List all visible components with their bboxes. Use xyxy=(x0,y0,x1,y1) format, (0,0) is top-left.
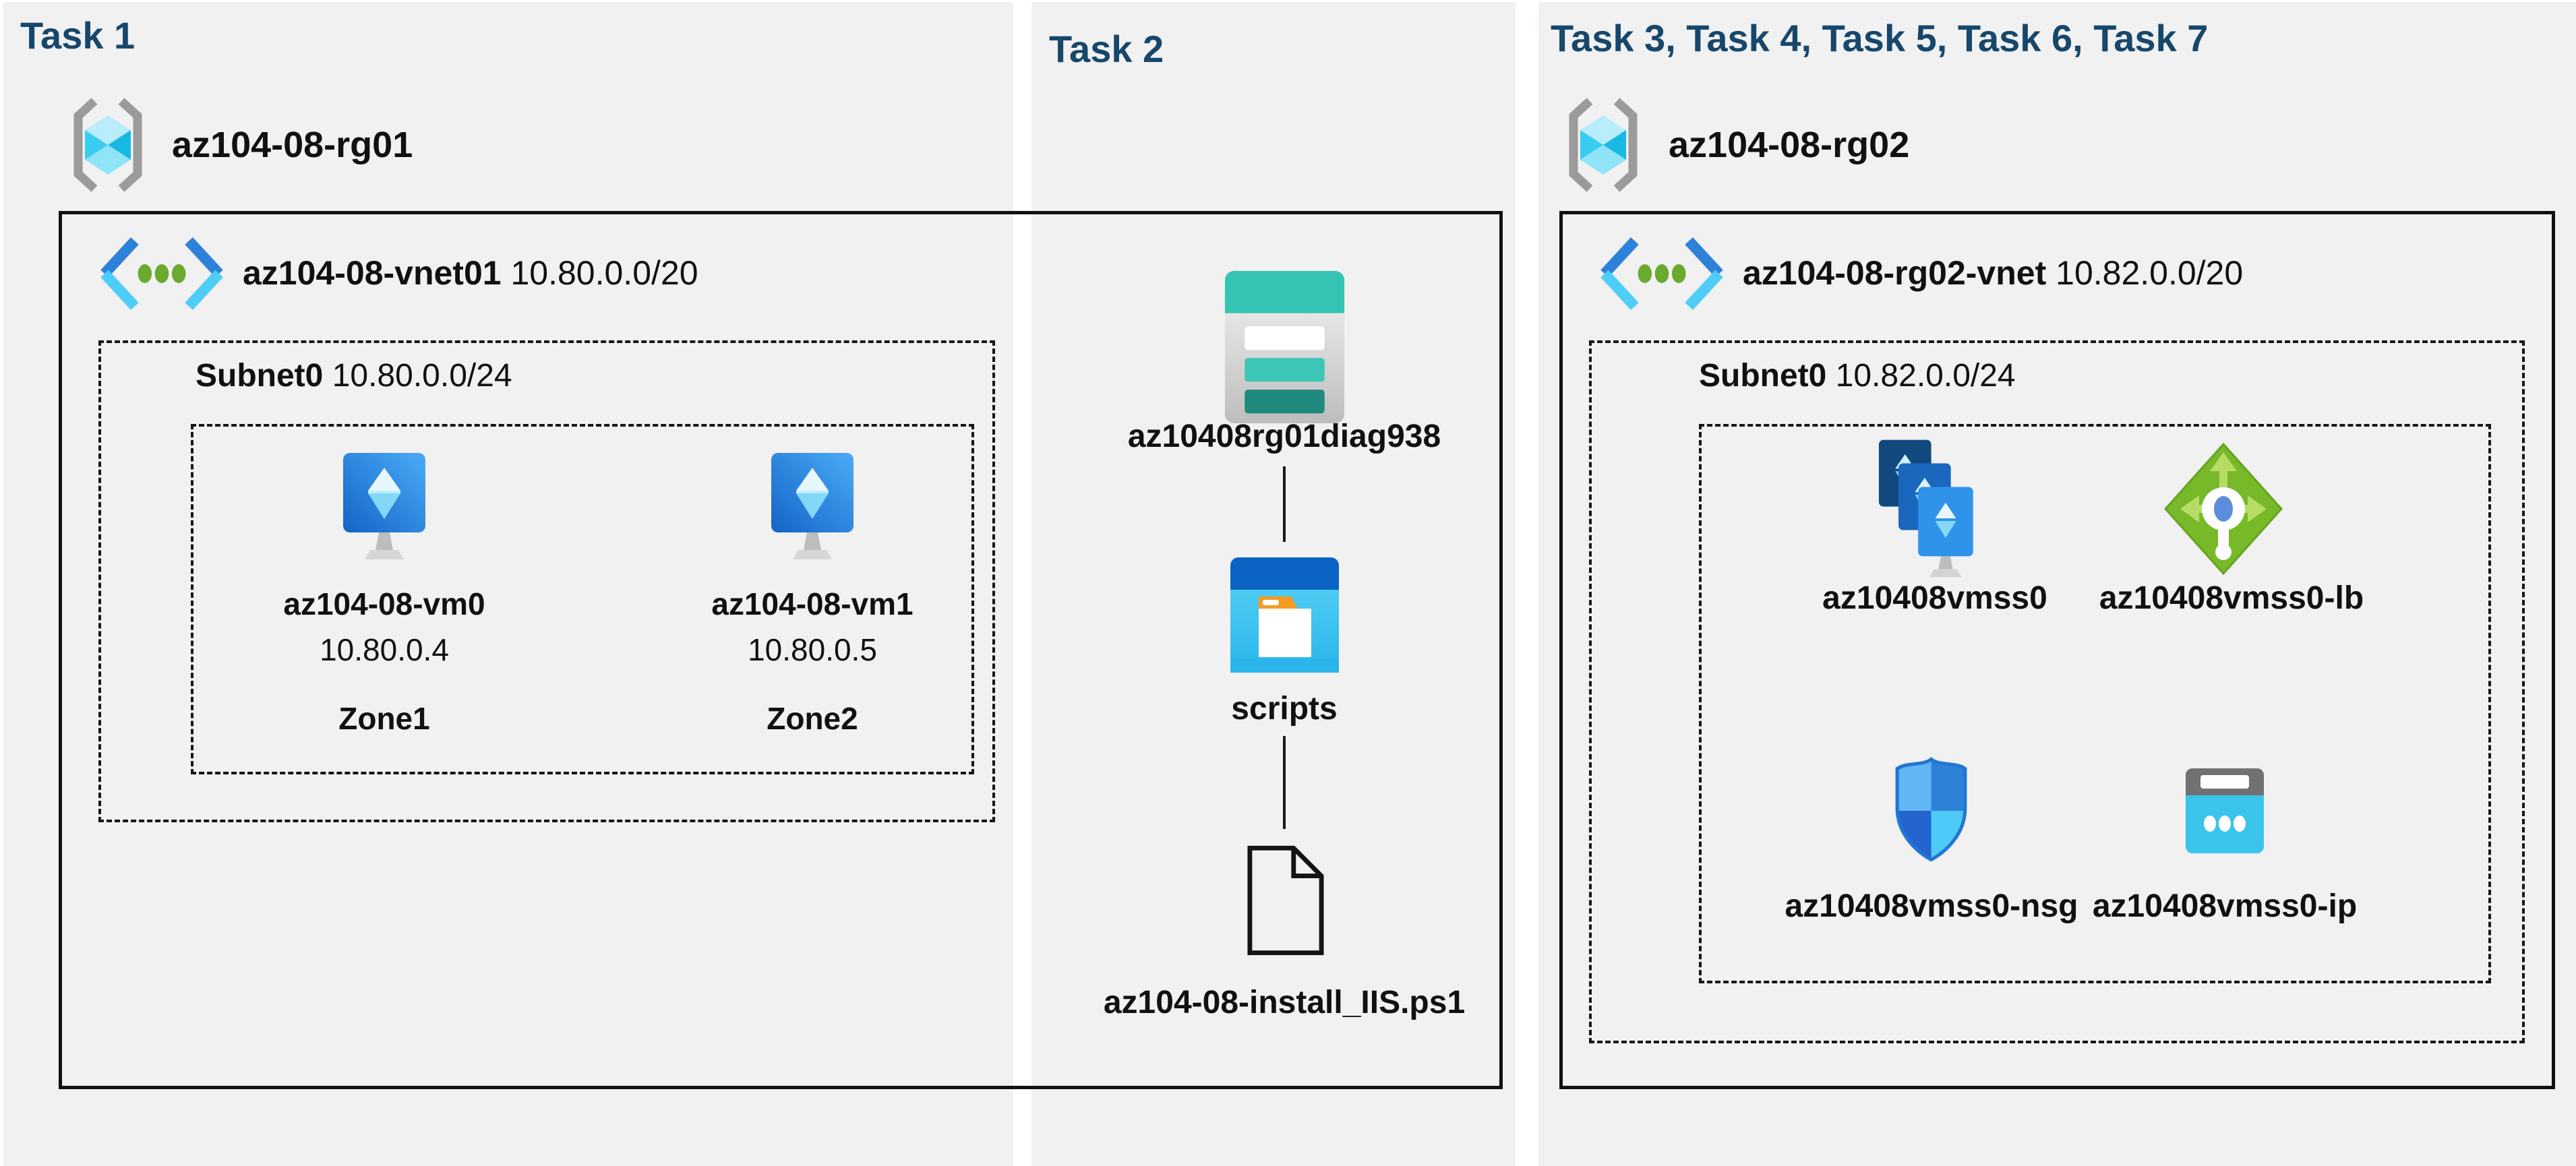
vm-ip: 10.80.0.4 xyxy=(320,632,449,667)
subnet-title: Subnet0 10.82.0.0/24 xyxy=(1699,356,2016,396)
subnet-name: Subnet0 xyxy=(196,358,324,394)
virtual-network-icon xyxy=(94,236,229,311)
resource-group-name: az104-08-rg01 xyxy=(172,125,413,165)
vm-name: az104-08-vm1 xyxy=(711,586,913,621)
vm-scale-set-icon xyxy=(1878,438,1989,580)
load-balancer-name: az10408vmss0-lb xyxy=(2099,580,2364,616)
vm-zone: Zone1 xyxy=(338,701,430,736)
resources-box xyxy=(1699,424,2491,983)
task2-title: Task 2 xyxy=(1049,28,1164,70)
load-balancer-icon xyxy=(2163,441,2284,576)
task3-title: Task 3, Task 4, Task 5, Task 6, Task 7 xyxy=(1551,17,2209,59)
subnet-cidr: 10.82.0.0/24 xyxy=(1835,358,2016,394)
subnet-box xyxy=(98,340,995,822)
scripts-folder-icon xyxy=(1229,556,1340,674)
virtual-network-icon xyxy=(1594,236,1729,311)
network-security-group-icon xyxy=(1889,756,1973,863)
connector-line xyxy=(1283,736,1286,829)
vnet-cidr: 10.80.0.0/20 xyxy=(510,254,698,292)
task1-title: Task 1 xyxy=(20,14,136,57)
vnet-cidr: 10.82.0.0/20 xyxy=(2056,254,2244,292)
resource-group-name: az104-08-rg02 xyxy=(1669,125,1910,165)
subnet-name: Subnet0 xyxy=(1699,358,1827,394)
resource-group-icon xyxy=(67,94,148,195)
subnet-cidr: 10.80.0.0/24 xyxy=(332,358,512,394)
script-file-name: az104-08-install_IIS.ps1 xyxy=(1103,985,1466,1020)
vnet-title: az104-08-rg02-vnet 10.82.0.0/20 xyxy=(1743,251,2243,295)
vmss-name: az10408vmss0 xyxy=(1822,580,2047,616)
vm-name: az104-08-vm0 xyxy=(283,586,485,621)
subnet-title: Subnet0 10.80.0.0/24 xyxy=(196,356,512,396)
vnet-name: az104-08-vnet01 xyxy=(243,254,502,292)
storage-account-icon xyxy=(1222,270,1347,425)
virtual-machine-icon xyxy=(769,450,856,565)
vnet-name: az104-08-rg02-vnet xyxy=(1743,254,2047,292)
scripts-folder-name: scripts xyxy=(1231,691,1338,727)
vm-zone: Zone2 xyxy=(767,701,858,736)
public-ip-name: az10408vmss0-ip xyxy=(2092,888,2358,924)
public-ip-icon xyxy=(2184,767,2265,855)
script-file-icon xyxy=(1246,844,1325,957)
resource-group-icon xyxy=(1563,94,1644,195)
vm-ip: 10.80.0.5 xyxy=(748,632,877,667)
vnet-title: az104-08-vnet01 10.80.0.0/20 xyxy=(243,251,698,295)
vnet-boundary-box xyxy=(1559,211,2555,1089)
connector-line xyxy=(1283,466,1286,542)
storage-account-name: az10408rg01diag938 xyxy=(1127,419,1441,454)
panel-task1 xyxy=(3,2,1013,1166)
network-security-group-name: az10408vmss0-nsg xyxy=(1785,888,2078,924)
panel-task3 xyxy=(1538,2,2576,1166)
subnet-box xyxy=(1589,340,2525,1043)
virtual-machine-icon xyxy=(340,450,428,565)
zones-box xyxy=(191,424,974,774)
vnet-boundary-box xyxy=(59,211,1503,1089)
